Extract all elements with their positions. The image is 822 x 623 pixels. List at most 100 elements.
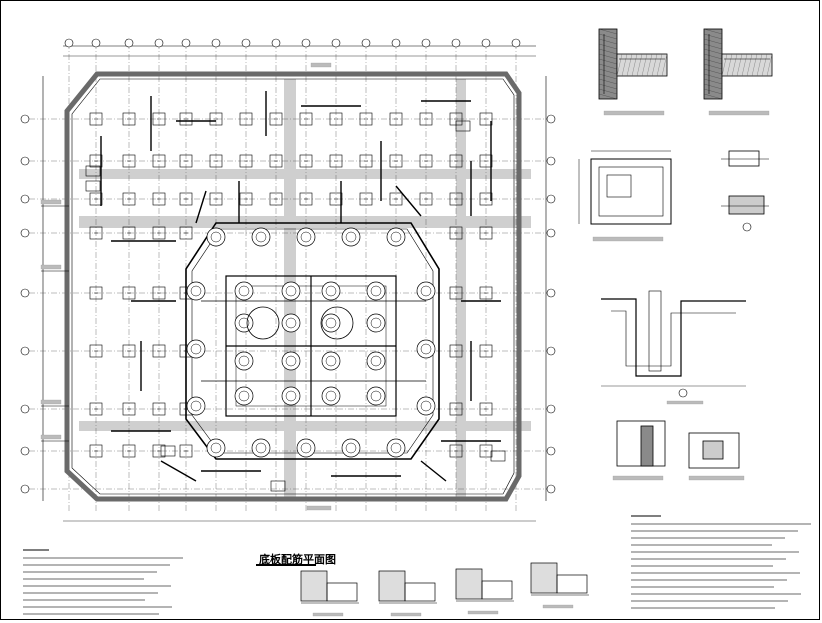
core-pile-inner xyxy=(285,285,297,297)
pile-cap xyxy=(122,154,136,168)
pile-cap xyxy=(389,192,403,206)
axis-bubble-top xyxy=(211,38,221,48)
hatch-line xyxy=(703,78,723,85)
axis-bubble-left xyxy=(20,346,30,356)
axis-bubble-top xyxy=(361,38,371,48)
detail-i-step xyxy=(481,580,513,600)
rebar-stroke xyxy=(395,185,422,217)
hatch-line xyxy=(766,53,773,77)
sump-pit-inner xyxy=(606,174,632,198)
hatch-line xyxy=(661,53,668,77)
axis-bubble-top xyxy=(481,38,491,48)
axis-bubble-top xyxy=(124,38,134,48)
small-section-2 xyxy=(728,195,765,215)
section-f xyxy=(688,432,740,469)
caption-block xyxy=(542,604,574,609)
hatch-line xyxy=(761,53,768,77)
core-pile xyxy=(186,339,206,359)
hatch-line xyxy=(703,73,723,80)
pile-cap xyxy=(152,192,166,206)
caption-block xyxy=(612,475,664,481)
reinforcement-band xyxy=(79,421,531,431)
core-pile-inner xyxy=(345,231,357,243)
axis-bubble-top xyxy=(421,38,431,48)
hatch-line xyxy=(598,33,618,40)
core-pile xyxy=(234,351,254,371)
core-pile-inner xyxy=(255,231,267,243)
core-pile-inner xyxy=(420,343,432,355)
plan-title-underline xyxy=(256,564,316,566)
pile-cap xyxy=(449,192,463,206)
axis-bubble-top xyxy=(64,38,74,48)
hatch-line xyxy=(598,38,618,45)
rebar-stroke xyxy=(160,460,197,482)
hatch-line xyxy=(598,78,618,85)
axis-bubble-top xyxy=(154,38,164,48)
hatch-line xyxy=(651,53,658,77)
pile-cap xyxy=(479,112,493,126)
core-pile-inner xyxy=(210,231,222,243)
label-block xyxy=(40,264,62,270)
hatch-line xyxy=(636,53,643,77)
core-pile-inner xyxy=(190,343,202,355)
reinforcement-band xyxy=(456,79,466,499)
core-pile-inner xyxy=(325,317,337,329)
hatch-line xyxy=(598,48,618,55)
core-pile-inner xyxy=(390,231,402,243)
caption-block xyxy=(688,475,745,481)
hatch-line xyxy=(703,58,723,65)
detail-j-step xyxy=(556,574,588,594)
hatch-line xyxy=(736,53,743,77)
core-pile-inner xyxy=(238,285,250,297)
hatch-line xyxy=(598,53,618,60)
label-block xyxy=(40,434,62,440)
hatch-line xyxy=(726,53,733,77)
pile-cap xyxy=(389,154,403,168)
core-pile xyxy=(234,281,254,301)
pit-section-profile xyxy=(601,298,746,377)
core-pile-inner xyxy=(238,390,250,402)
opening xyxy=(85,180,101,192)
hatch-line xyxy=(756,53,763,77)
core-pile-inner xyxy=(370,390,382,402)
hatch-line xyxy=(703,53,723,60)
pile-cap xyxy=(152,226,166,240)
caption-block xyxy=(666,400,704,405)
pile-cap xyxy=(122,444,136,458)
core-pile xyxy=(281,386,301,406)
pile-cap xyxy=(359,192,373,206)
hatch-line xyxy=(598,83,618,90)
caption-block xyxy=(390,612,422,617)
pile-cap xyxy=(329,154,343,168)
core-pile-inner xyxy=(345,442,357,454)
axis-bubble-right xyxy=(546,288,556,298)
pile-cap xyxy=(179,192,193,206)
hatch-line xyxy=(703,93,723,100)
detail-a-wall xyxy=(598,28,618,100)
pile-cap xyxy=(269,154,283,168)
pile-cap xyxy=(89,402,103,416)
axis-bubble-left xyxy=(20,404,30,414)
sump-pit-mid xyxy=(598,166,664,217)
pile-cap xyxy=(89,154,103,168)
axis-bubble-left xyxy=(20,288,30,298)
detail-i-block xyxy=(455,568,483,600)
section-e-wall xyxy=(640,425,654,467)
core-pile-inner xyxy=(238,355,250,367)
pit-wall-core xyxy=(648,290,662,372)
core-pile xyxy=(251,438,271,458)
core-pile-inner xyxy=(190,285,202,297)
core-pile xyxy=(234,386,254,406)
hatch-line xyxy=(746,53,753,77)
opening xyxy=(270,480,286,492)
core-pile-inner xyxy=(285,355,297,367)
core-pile xyxy=(321,351,341,371)
core-pile xyxy=(416,281,436,301)
pile-cap xyxy=(122,192,136,206)
hatch-line xyxy=(631,53,638,77)
core-pile xyxy=(321,313,341,333)
detail-g-step xyxy=(326,582,358,602)
pile-cap xyxy=(239,154,253,168)
opening xyxy=(455,120,471,132)
core-pile xyxy=(341,438,361,458)
